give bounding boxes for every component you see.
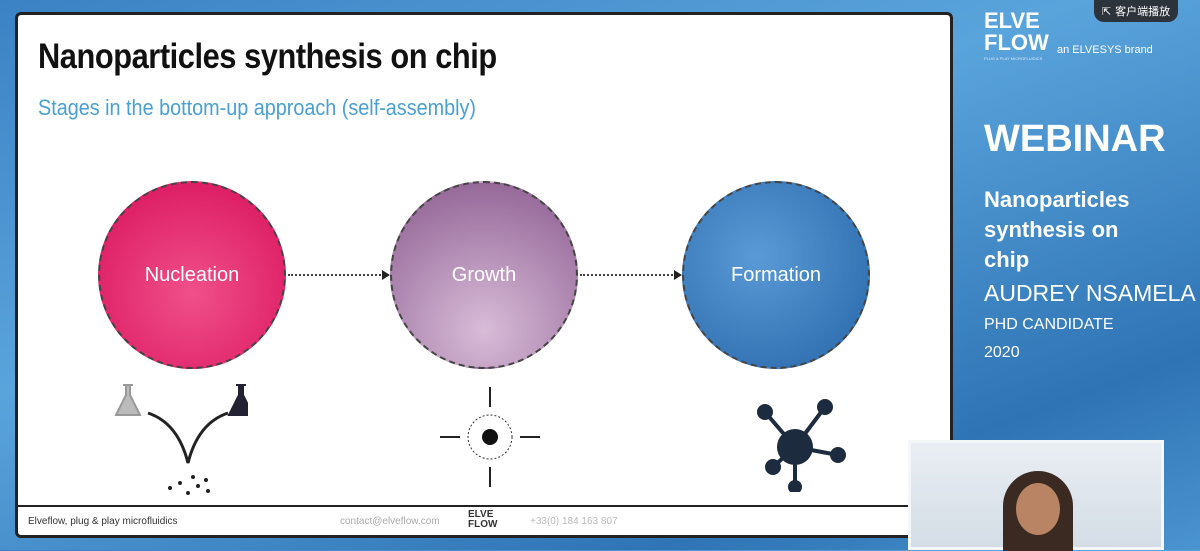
presenter-face xyxy=(1016,483,1060,535)
stage-label: Formation xyxy=(730,263,822,286)
footer-phone: +33(0) 184 163 807 xyxy=(530,516,618,527)
stage-label: Nucleation xyxy=(144,263,240,286)
slide-title: Nanoparticles synthesis on chip xyxy=(38,37,497,76)
webinar-heading: WEBINAR xyxy=(984,118,1166,160)
open-client-label: 客户端播放 xyxy=(1115,6,1171,18)
footer-logo: ELVE FLOW xyxy=(468,509,498,530)
brand-text: an ELVESYS brand xyxy=(1057,44,1153,56)
arrow-icon xyxy=(288,270,390,280)
open-in-client-button[interactable]: ⇱客户端播放 xyxy=(1094,0,1178,22)
stage-nucleation: Nucleation xyxy=(98,181,286,369)
webinar-topic: Nanoparticles synthesis on chip xyxy=(984,187,1130,272)
growth-icon xyxy=(440,387,540,487)
footer-email: contact@elveflow.com xyxy=(340,516,440,527)
presenter-video[interactable] xyxy=(908,440,1164,551)
arrow-icon xyxy=(580,270,682,280)
speaker-name: AUDREY NSAMELA xyxy=(984,280,1196,306)
slide-footer: Elveflow, plug & play microfluidics cont… xyxy=(18,505,950,535)
nucleation-flasks-icon xyxy=(114,384,248,495)
footer-tagline: Elveflow, plug & play microfluidics xyxy=(28,516,178,527)
speaker-role: PHD CANDIDATE xyxy=(984,316,1114,333)
external-link-icon: ⇱ xyxy=(1101,5,1112,18)
logo-tagline: PLUG & PLAY MICROFLUIDICS xyxy=(984,56,1043,61)
stage-formation: Formation xyxy=(682,181,870,369)
slide: Nanoparticles synthesis on chip Stages i… xyxy=(15,12,953,538)
formation-molecule-icon xyxy=(757,399,846,492)
stage-label: Growth xyxy=(451,263,517,286)
stage-growth: Growth xyxy=(390,181,578,369)
webinar-year: 2020 xyxy=(984,344,1020,361)
slide-subtitle: Stages in the bottom-up approach (self-a… xyxy=(38,95,477,120)
